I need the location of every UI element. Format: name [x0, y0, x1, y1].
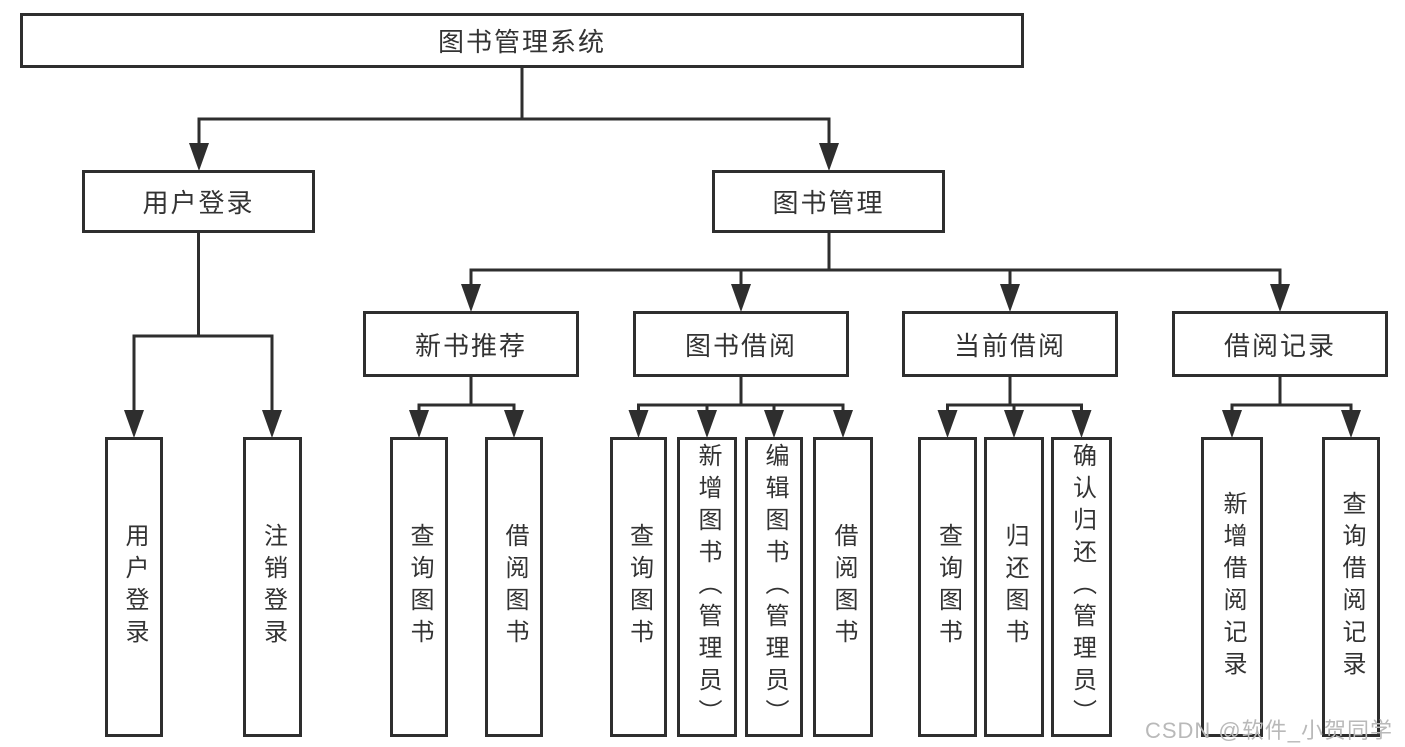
- leaf-logout-label: 注销登录: [259, 523, 287, 651]
- arrow-down-5: [1270, 270, 1290, 312]
- leaf-query-book-current-label: 查询图书: [934, 523, 962, 651]
- leaf-borrow-book-recommend: 借阅图书: [485, 437, 543, 737]
- arrow-down-16: [1071, 405, 1092, 438]
- node-root: 图书管理系统: [20, 13, 1024, 68]
- leaf-confirm-return-admin: 确认归还（管理员）: [1051, 437, 1112, 737]
- node-book-management-label: 图书管理: [772, 188, 885, 218]
- node-user-login-label: 用户登录: [142, 188, 255, 218]
- arrow-down-1: [819, 119, 839, 171]
- node-book-management: 图书管理: [712, 170, 945, 233]
- arrow-down-10: [628, 405, 649, 438]
- arrow-down-15: [1004, 405, 1024, 438]
- arrow-down-11: [697, 405, 717, 438]
- leaf-borrow-book-label: 借阅图书: [830, 523, 857, 651]
- arrow-down-13: [833, 405, 853, 438]
- leaf-add-borrow-record: 新增借阅记录: [1201, 437, 1263, 737]
- leaf-confirm-return-admin-label: 确认归还（管理员）: [1068, 443, 1096, 731]
- node-book-borrow: 图书借阅: [633, 311, 849, 377]
- leaf-add-book-admin: 新增图书（管理员）: [677, 437, 737, 737]
- leaf-query-borrow-record-label: 查询借阅记录: [1338, 491, 1365, 683]
- arrow-down-9: [504, 405, 524, 438]
- leaf-return-book-label: 归还图书: [1001, 523, 1028, 651]
- arrow-down-0: [189, 119, 209, 171]
- arrow-down-12: [764, 405, 784, 438]
- node-book-borrow-label: 图书借阅: [684, 330, 797, 361]
- leaf-query-book-current: 查询图书: [918, 437, 977, 737]
- arrow-down-3: [731, 270, 751, 312]
- arrow-down-18: [1341, 405, 1361, 438]
- node-current-borrow: 当前借阅: [902, 311, 1118, 377]
- arrow-down-8: [409, 405, 429, 438]
- leaf-user-login-label: 用户登录: [121, 523, 148, 651]
- leaf-logout: 注销登录: [243, 437, 302, 737]
- node-borrow-records-label: 借阅记录: [1223, 330, 1336, 361]
- node-new-book-recommend-label: 新书推荐: [414, 330, 527, 361]
- leaf-query-book-borrow: 查询图书: [610, 437, 667, 737]
- arrow-down-6: [124, 336, 144, 438]
- leaf-edit-book-admin: 编辑图书（管理员）: [745, 437, 803, 737]
- leaf-return-book: 归还图书: [984, 437, 1044, 737]
- leaf-query-book-borrow-label: 查询图书: [625, 523, 653, 651]
- leaf-user-login: 用户登录: [105, 437, 163, 737]
- node-borrow-records: 借阅记录: [1172, 311, 1388, 377]
- leaf-query-borrow-record: 查询借阅记录: [1322, 437, 1380, 737]
- leaf-query-book-recommend: 查询图书: [390, 437, 448, 737]
- arrow-down-2: [461, 270, 481, 312]
- watermark: CSDN @软件_小贺同学: [1144, 718, 1393, 743]
- leaf-borrow-book: 借阅图书: [813, 437, 873, 737]
- leaf-query-book-recommend-label: 查询图书: [406, 523, 433, 651]
- node-current-borrow-label: 当前借阅: [953, 330, 1066, 361]
- leaf-add-borrow-record-label: 新增借阅记录: [1219, 491, 1246, 683]
- node-root-label: 图书管理系统: [437, 27, 606, 57]
- arrow-down-14: [937, 405, 958, 438]
- arrow-down-7: [262, 336, 282, 438]
- node-new-book-recommend: 新书推荐: [363, 311, 579, 377]
- arrow-down-17: [1222, 405, 1242, 438]
- arrow-down-4: [1000, 270, 1020, 312]
- leaf-borrow-book-recommend-label: 借阅图书: [501, 523, 528, 651]
- leaf-add-book-admin-label: 新增图书（管理员）: [694, 443, 721, 731]
- leaf-edit-book-admin-label: 编辑图书（管理员）: [761, 443, 788, 731]
- node-user-login: 用户登录: [82, 170, 315, 233]
